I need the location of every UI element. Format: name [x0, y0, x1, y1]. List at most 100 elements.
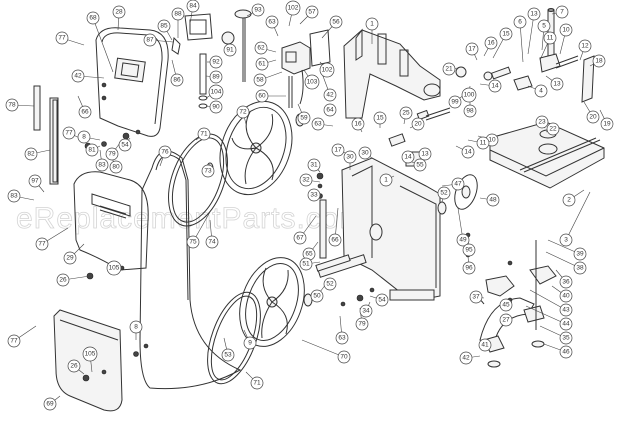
table — [489, 121, 605, 189]
part-callout: 77 — [55, 31, 69, 45]
part-callout: 77 — [7, 334, 21, 348]
part-callout: 42 — [323, 88, 337, 102]
callout-circle — [105, 147, 119, 161]
part-callout: 23 — [535, 115, 549, 129]
callout-circle — [331, 143, 345, 157]
callout-circle — [459, 351, 473, 365]
callout-number: 83 — [10, 193, 18, 200]
callout-circle — [337, 350, 351, 364]
part-callout: 13 — [527, 7, 541, 21]
callout-leader — [519, 21, 524, 63]
callout-number: 40 — [562, 293, 570, 300]
callout-number: 71 — [200, 131, 208, 138]
callout-number: 87 — [146, 37, 154, 44]
callout-number: 53 — [224, 352, 232, 359]
callout-circle — [157, 19, 171, 33]
callout-circle — [559, 23, 573, 37]
callout-circle — [559, 331, 573, 345]
callout-circle — [112, 5, 126, 19]
part-callout: 100 — [461, 87, 477, 103]
part-callout: 20 — [411, 117, 425, 131]
callout-leader — [529, 289, 567, 311]
callout-number: 105 — [85, 351, 96, 358]
main-frame — [317, 157, 441, 301]
callout-number: 102 — [322, 67, 333, 74]
callout-number: 75 — [189, 239, 197, 246]
callout-circle — [205, 235, 219, 249]
switch-box — [281, 29, 331, 108]
part-callout: 2 — [562, 193, 576, 207]
part-callout: 93 — [251, 3, 265, 17]
part-callout: 88 — [171, 7, 185, 21]
callout-number: 81 — [88, 147, 96, 154]
trunnion-assembly — [471, 240, 557, 368]
callout-number: 77 — [10, 338, 18, 345]
part-callout: 47 — [451, 177, 465, 191]
callout-circle — [413, 158, 427, 172]
callout-circle — [437, 186, 451, 200]
callout-circle — [559, 275, 573, 289]
callout-circle — [543, 31, 557, 45]
part-callout: 66 — [78, 105, 92, 119]
callout-circle — [299, 257, 313, 271]
part-callout: 42 — [71, 69, 85, 83]
part-callout: 83 — [7, 189, 21, 203]
callout-circle — [24, 147, 38, 161]
part-callout: 52 — [323, 277, 337, 291]
part-callout: 56 — [329, 15, 343, 29]
callout-number: 66 — [331, 237, 339, 244]
callout-number: 63 — [268, 19, 276, 26]
upper-wheel-cover — [95, 27, 169, 137]
callout-number: 52 — [326, 281, 334, 288]
part-callout: 82 — [24, 147, 38, 161]
part-callout: 17 — [331, 143, 345, 157]
callout-circle — [299, 173, 313, 187]
callout-number: 99 — [451, 99, 459, 106]
callout-number: 82 — [27, 151, 35, 158]
part-callout: 77 — [35, 237, 49, 251]
callout-circle — [559, 317, 573, 331]
callout-number: 13 — [421, 151, 429, 158]
callout-circle — [197, 127, 211, 141]
callout-number: 12 — [581, 43, 589, 50]
callout-number: 14 — [404, 154, 412, 161]
callout-circle — [253, 73, 267, 87]
part-callout: 96 — [462, 261, 476, 275]
callout-circle — [562, 193, 576, 207]
callout-circle — [143, 33, 157, 47]
part-callout: 73 — [201, 164, 215, 178]
part-callout: 52 — [437, 186, 451, 200]
part-callout: 71 — [197, 127, 211, 141]
callout-circle — [78, 105, 92, 119]
callout-number: 35 — [562, 335, 570, 342]
callout-circle — [63, 251, 77, 265]
callout-number: 79 — [108, 151, 116, 158]
part-callout: 5 — [537, 19, 551, 33]
part-callout: 11 — [476, 136, 490, 150]
callout-number: 1 — [384, 177, 388, 184]
part-callout: 15 — [499, 27, 513, 41]
callout-circle — [451, 177, 465, 191]
callout-number: 72 — [239, 109, 247, 116]
part-callout: 46 — [559, 345, 573, 359]
part-callout: 104 — [208, 84, 224, 100]
part-callout: 61 — [255, 57, 269, 71]
callout-circle — [62, 126, 76, 140]
callout-circle — [95, 158, 109, 172]
callout-number: 13 — [530, 11, 538, 18]
part-callout: 22 — [546, 122, 560, 136]
part-callout: 8 — [129, 320, 143, 334]
part-callout: 54 — [375, 293, 389, 307]
part-callout: 18 — [592, 54, 606, 68]
callout-number: 104 — [211, 89, 222, 96]
callout-number: 73 — [204, 168, 212, 175]
callout-circle — [586, 110, 600, 124]
callout-circle — [311, 117, 325, 131]
callout-number: 77 — [38, 241, 46, 248]
callout-number: 57 — [308, 9, 316, 16]
part-callout: 49 — [456, 233, 470, 247]
callout-number: 91 — [226, 47, 234, 54]
callout-number: 11 — [480, 140, 487, 147]
callout-number: 84 — [189, 3, 197, 10]
callout-circle — [499, 27, 513, 41]
